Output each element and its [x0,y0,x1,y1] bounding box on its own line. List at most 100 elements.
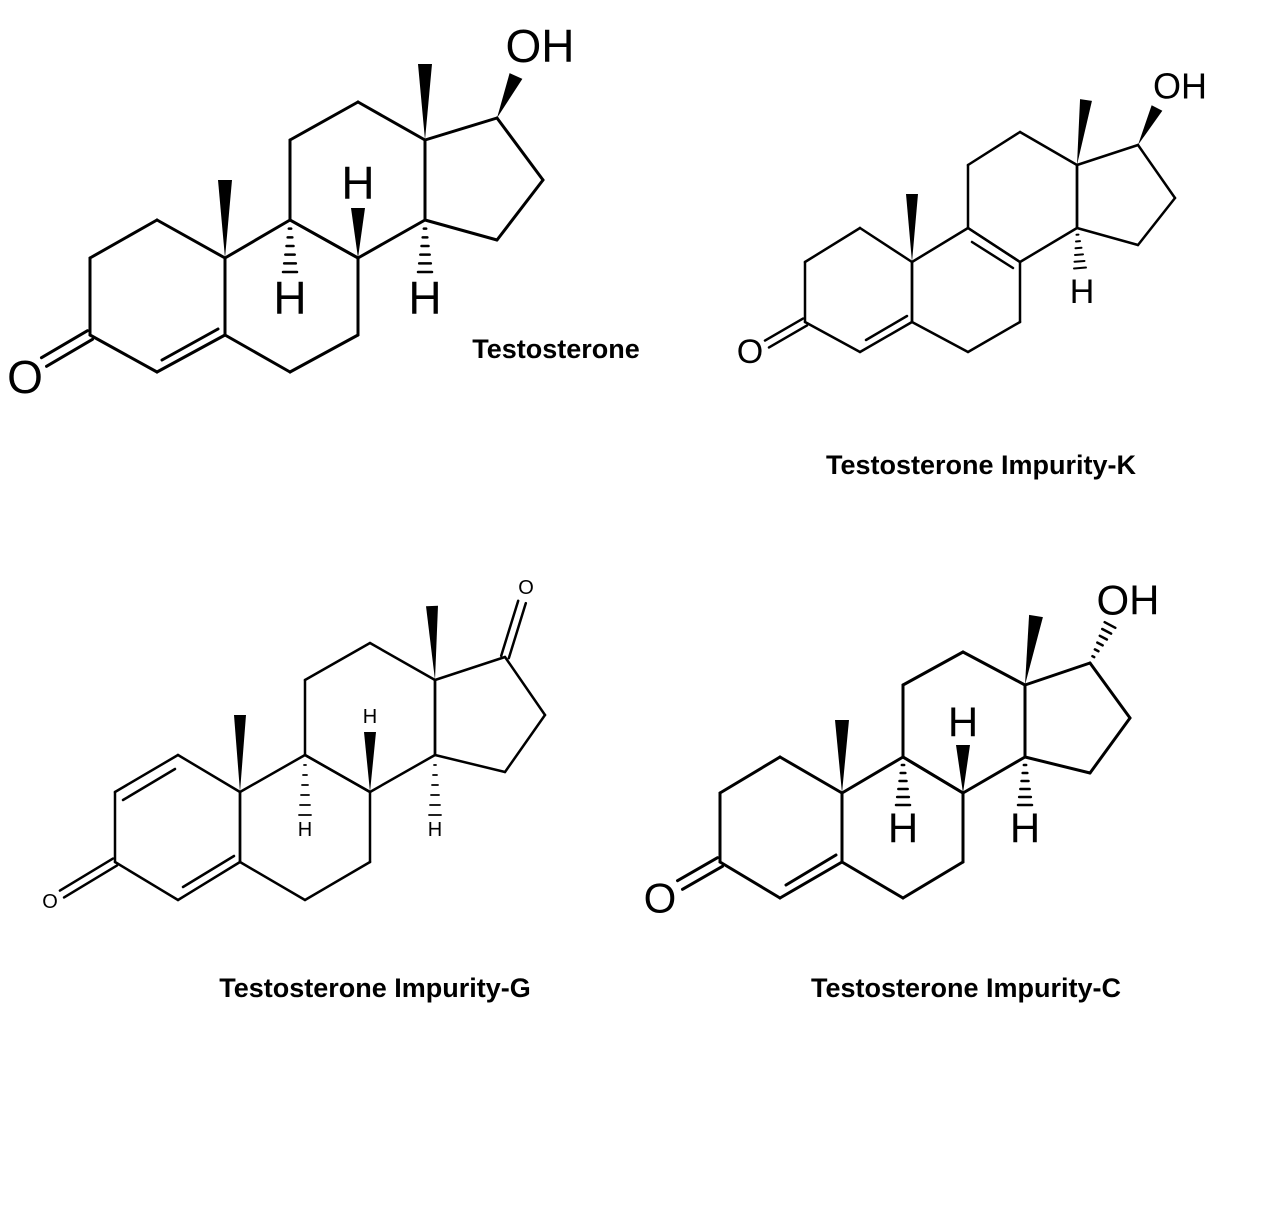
ring-bond [495,116,545,182]
ring-bond [288,218,360,260]
atom-oh: OH [506,20,575,72]
label-impurity-c: Testosterone Impurity-C [810,973,1122,1003]
hashed-bond [1074,253,1084,256]
double-bond [160,327,220,362]
ring-bond [1023,755,1092,775]
hashed-bond [1098,634,1109,641]
ring-bond [966,130,1022,167]
double-bond [181,854,236,889]
atom-h14: H [1070,273,1095,311]
ring-bond [1088,661,1132,720]
atom-h14: H [428,819,442,841]
ring-bond [1136,143,1177,200]
double-bond [784,853,838,887]
ring-bond [840,860,905,900]
hashed-bond [1093,648,1100,653]
ring-bond [176,753,242,794]
ring-bond [858,226,914,264]
atom-h14: H [1010,805,1040,852]
ring-bond [910,226,970,264]
ring-bond [1136,196,1177,247]
ring-bond [1088,716,1132,775]
ring-bond [88,333,159,374]
hashed-bond [1100,627,1113,635]
ring-bond [288,100,360,142]
ring-bond [961,650,1027,687]
atom-h8: H [948,699,978,746]
ring-bond [1075,143,1140,167]
label-impurity-k: Testosterone Impurity-K [825,450,1137,480]
ring-bond [1018,226,1079,264]
ring-bond [1075,226,1140,247]
ring-bond [356,218,427,260]
ring-bond [961,755,1027,795]
carbonyl-bond [45,337,95,368]
ring-bond [1018,130,1079,167]
atom-h8: H [341,157,374,209]
hashed-bond [1091,654,1096,659]
atom-oh: OH [1153,66,1207,107]
wedge-bond [364,732,376,792]
ring-bond [303,641,372,682]
atom-h9: H [888,805,918,852]
ring-bond [303,753,372,794]
ring-bond [901,650,965,687]
ring-bond [288,333,360,374]
wedge-bond [906,194,918,262]
wedge-bond [426,605,438,680]
ring-bond [368,753,437,794]
hashed-bond [1096,641,1104,647]
ring-bond [113,860,180,902]
ring-bond [803,226,862,264]
ring-bond [368,641,437,682]
carbonyl-bond [676,856,720,883]
double-bond [970,240,1015,270]
double-bond [864,314,909,342]
ring-bond [155,218,227,260]
ring-bond [303,860,372,902]
ring-bond [503,655,547,717]
atom-o17: O [518,577,534,599]
ring-bond [88,218,159,260]
ring-bond [778,755,844,795]
ring-bond [966,320,1022,354]
ring-bond [803,320,862,354]
wedge-bond [234,715,246,792]
wedge-bond [1138,105,1163,145]
carbonyl-bond [507,601,528,660]
carbonyl-bond [62,864,119,899]
ring-bond [223,218,292,260]
ring-bond [910,320,970,354]
carbonyl-bond [680,864,724,891]
ring-bond [113,753,180,794]
ring-bond [718,755,782,795]
hashed-bond [1073,266,1087,270]
hashed-bond [1103,620,1117,630]
ring-bond [503,713,547,774]
ring-bond [238,753,307,794]
carbonyl-bond [763,317,805,342]
ring-bond [966,226,1022,264]
ring-bond [840,755,905,795]
ring-bond [901,860,965,900]
ring-bond [858,320,914,354]
wedge-bond [835,720,849,793]
atom-h9: H [298,819,312,841]
atom-o3: O [644,875,677,922]
ring-bond [423,116,499,142]
wedge-bond [497,73,523,118]
ring-bond [223,333,292,374]
atom-o3: O [7,351,43,403]
atom-h9: H [273,272,306,324]
ring-bond [433,753,507,774]
ring-bond [423,218,499,242]
ring-bond [176,860,242,902]
wedge-bond [351,208,365,258]
ring-bond [356,100,427,142]
carbonyl-bond [39,329,89,360]
carbonyl-bond [58,857,115,892]
ring-bond [238,860,307,902]
ring-bond [433,655,507,682]
ring-bond [495,178,545,242]
